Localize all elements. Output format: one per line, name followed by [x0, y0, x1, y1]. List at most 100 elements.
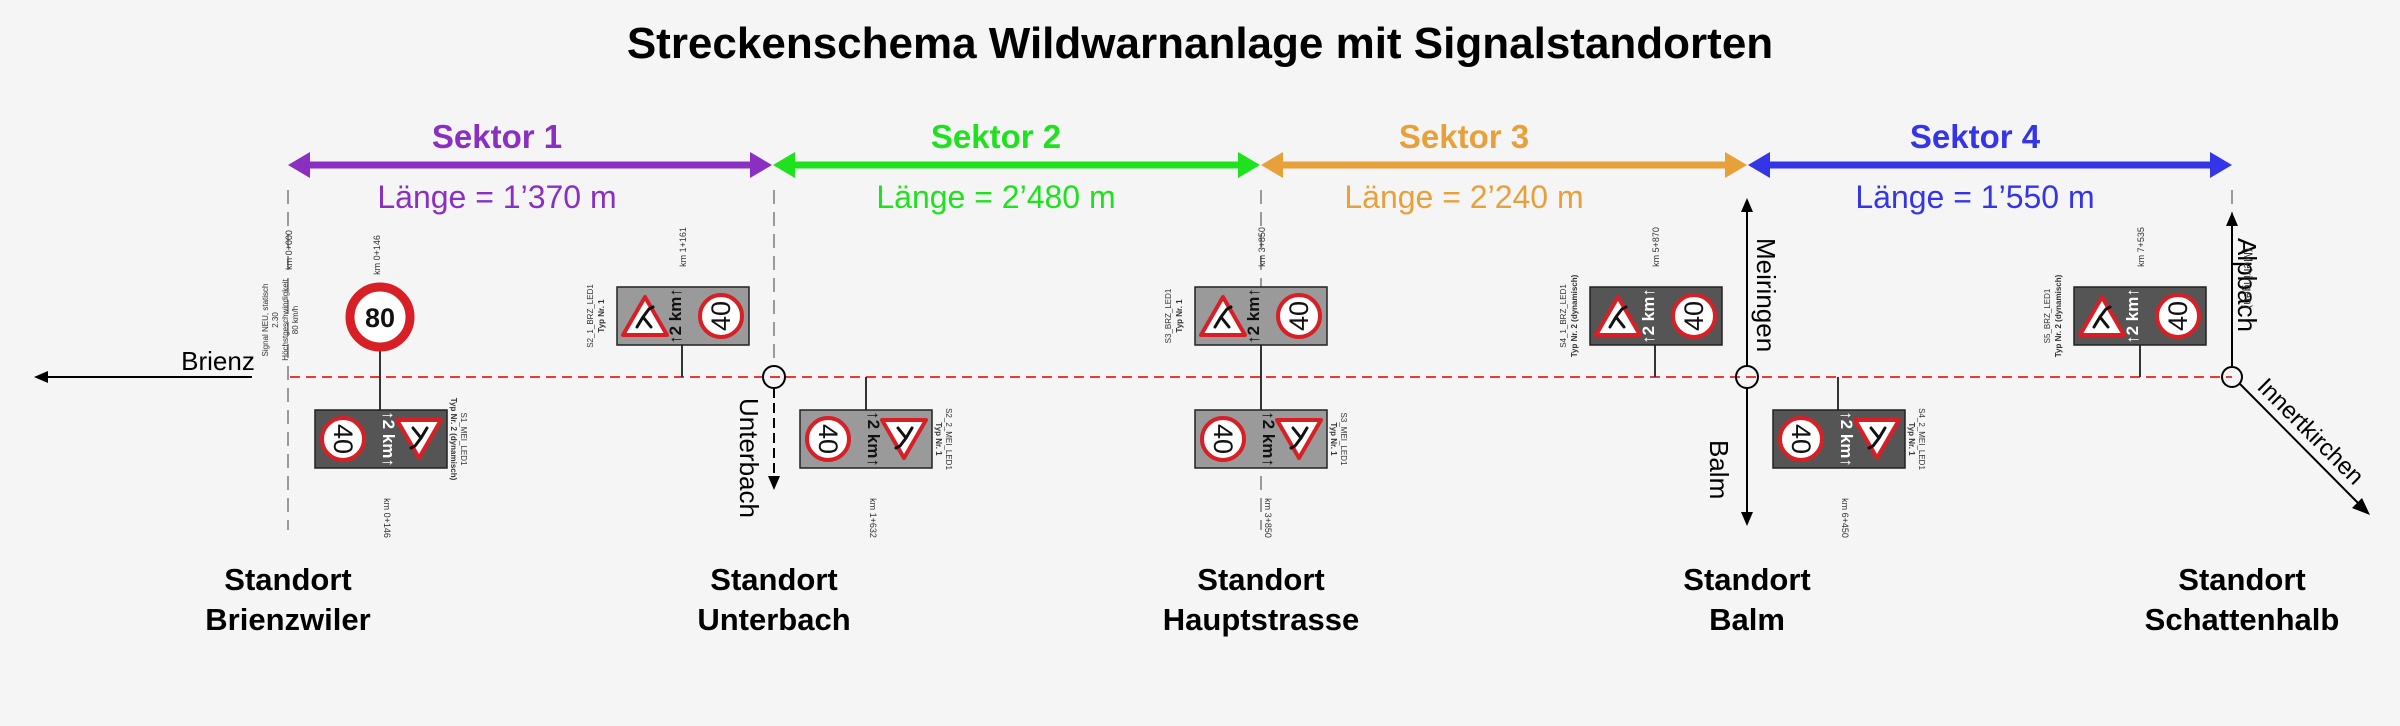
- sign-type: Typ Nr. 1: [597, 299, 606, 333]
- deer-icon: [1289, 426, 1309, 450]
- deer-icon: [894, 426, 914, 450]
- km-mark: km 6+450: [1840, 498, 1850, 538]
- sign-id: S2_1_BRZ_LED1: [586, 284, 595, 348]
- junction-schattenhalb: Alpbach (Meiringen) Innertkirchen: [2221, 212, 2370, 515]
- sign-type: Typ Nr. 2 (dynamisch): [2054, 274, 2063, 357]
- junction-balm: Meiringen Balm: [1704, 198, 1781, 526]
- speed-40-value: 40: [706, 301, 736, 331]
- deer-icon: [1867, 426, 1887, 450]
- speed-40-circle: [698, 293, 744, 339]
- sector-3-length: Länge = 2’240 m: [1344, 179, 1583, 215]
- sign-type: Typ Nr. 2 (dynamisch): [449, 398, 458, 481]
- sign-face: ↑2 km↑40: [1199, 288, 1322, 344]
- location-labels: Standort Brienzwiler Standort Unterbach …: [205, 562, 2339, 637]
- direction-brienz-label: Brienz: [181, 346, 255, 376]
- sign-type: Typ Nr. 2 (dynamisch): [1570, 274, 1579, 357]
- km-mark: km 3+850: [1257, 227, 1267, 267]
- direction-alpbach-sub: (Meiringen): [2241, 248, 2255, 309]
- speed-40-value: 40: [1208, 424, 1238, 454]
- speed-sign-note-1: Signal NEU, statisch: [261, 284, 270, 357]
- direction-innertkirchen-label: Innertkirchen: [2252, 373, 2369, 490]
- sign-face: ↑2 km↑40: [1778, 411, 1901, 467]
- sign-distance-label: ↑2 km↑: [1837, 411, 1856, 467]
- speed-40-value: 40: [1679, 301, 1709, 331]
- speed-40-circle: [1778, 416, 1824, 462]
- km-mark: km 7+535: [2136, 227, 2146, 267]
- sector-3-label: Sektor 3: [1399, 118, 1529, 155]
- sign-type: Typ Nr. 1: [934, 422, 943, 456]
- sign-distance-label: ↑2 km↑: [666, 288, 685, 344]
- direction-brienz: Brienz: [34, 346, 255, 383]
- sign-id: S2_2_MEI_LED1: [944, 408, 953, 470]
- km-s1-top: km 0+146: [372, 235, 382, 275]
- sector-2-length: Länge = 2’480 m: [876, 179, 1115, 215]
- deer-icon: [635, 305, 655, 329]
- sign-type: Typ Nr. 1: [1907, 422, 1916, 456]
- sign-id: S1_MEI_LED1: [459, 413, 468, 466]
- sector-3: Sektor 3 Länge = 2’240 m: [1261, 118, 1747, 215]
- sign-type: Typ Nr. 1: [1329, 422, 1338, 456]
- sign-face: ↑2 km↑40: [2078, 288, 2201, 344]
- speed-40-value: 40: [2163, 301, 2193, 331]
- direction-alpbach-label: Alpbach: [2232, 238, 2262, 332]
- sign-id: S3_BRZ_LED1: [1164, 288, 1173, 343]
- sign-face: ↑2 km↑ 40: [621, 288, 744, 344]
- speed-40-circle: [1200, 416, 1246, 462]
- speed-limit-sign-80: 80 Signal NEU, statisch 2.30 Höchstgesch…: [261, 235, 415, 410]
- deer-icon: [1608, 305, 1628, 329]
- sign-id: S3_MEI_LED1: [1339, 413, 1348, 466]
- sign-face: ↑2 km↑40: [320, 411, 443, 467]
- sector-4: Sektor 4 Länge = 1’550 m: [1748, 118, 2232, 215]
- speed-sign-note-2: 2.30: [271, 312, 280, 328]
- sign-distance-label: ↑2 km↑: [1259, 411, 1278, 467]
- location-brienzwiler-line1: Standort: [224, 562, 351, 597]
- direction-meiringen-label: Meiringen: [1751, 238, 1781, 352]
- sector-4-label: Sektor 4: [1910, 118, 2041, 155]
- sector-4-length: Länge = 1’550 m: [1855, 179, 2094, 215]
- deer-icon: [1213, 305, 1233, 329]
- sector-1: Sektor 1 Länge = 1’370 m: [288, 118, 772, 215]
- sector-1-length: Länge = 1’370 m: [377, 179, 616, 215]
- location-unterbach-line1: Standort: [710, 562, 837, 597]
- sign-face: ↑2 km↑ 40: [805, 411, 928, 467]
- location-balm-line2: Balm: [1709, 602, 1785, 637]
- location-schattenhalb-line1: Standort: [2178, 562, 2305, 597]
- km-start: km 0+000: [284, 230, 294, 270]
- direction-unterbach-label: Unterbach: [734, 398, 764, 518]
- direction-balm-label: Balm: [1704, 440, 1734, 499]
- sector-2: Sektor 2 Länge = 2’480 m: [773, 118, 1260, 215]
- speed-40-circle: [2155, 293, 2201, 339]
- location-balm-line1: Standort: [1683, 562, 1810, 597]
- km-mark: km 0+146: [382, 498, 392, 538]
- junction-unterbach: Unterbach: [734, 365, 786, 518]
- speed-40-value: 40: [813, 424, 843, 454]
- sign-id: S5_BRZ_LED1: [2043, 288, 2052, 343]
- location-hauptstrasse-line1: Standort: [1197, 562, 1324, 597]
- diagram-title: Streckenschema Wildwarnanlage mit Signal…: [627, 19, 1773, 68]
- sector-2-label: Sektor 2: [931, 118, 1061, 155]
- sign-type: Typ Nr. 1: [1175, 299, 1184, 333]
- deer-icon: [2092, 305, 2112, 329]
- km-mark: km 1+161: [678, 227, 688, 267]
- location-brienzwiler-line2: Brienzwiler: [205, 602, 370, 637]
- km-mark: km 3+850: [1263, 498, 1273, 538]
- location-schattenhalb-line2: Schattenhalb: [2145, 602, 2340, 637]
- speed-sign-note-3: Höchstgeschwindigkeit: [281, 279, 290, 361]
- sign-distance-label: ↑2 km↑: [864, 411, 883, 467]
- speed-40-value: 40: [1284, 301, 1314, 331]
- sector-1-label: Sektor 1: [432, 118, 562, 155]
- deer-icon: [409, 426, 429, 450]
- sign-face: ↑2 km↑40: [1594, 288, 1717, 344]
- location-hauptstrasse-line2: Hauptstrasse: [1163, 602, 1359, 637]
- km-mark: km 5+870: [1651, 227, 1661, 267]
- sign-id: S4_2_MEI_LED1: [1917, 408, 1926, 470]
- speed-40-circle: [320, 416, 366, 462]
- sign-face: ↑2 km↑ 40: [1200, 411, 1323, 467]
- sign-distance-label: ↑2 km↑: [379, 411, 398, 467]
- speed-limit-value: 80: [365, 303, 395, 333]
